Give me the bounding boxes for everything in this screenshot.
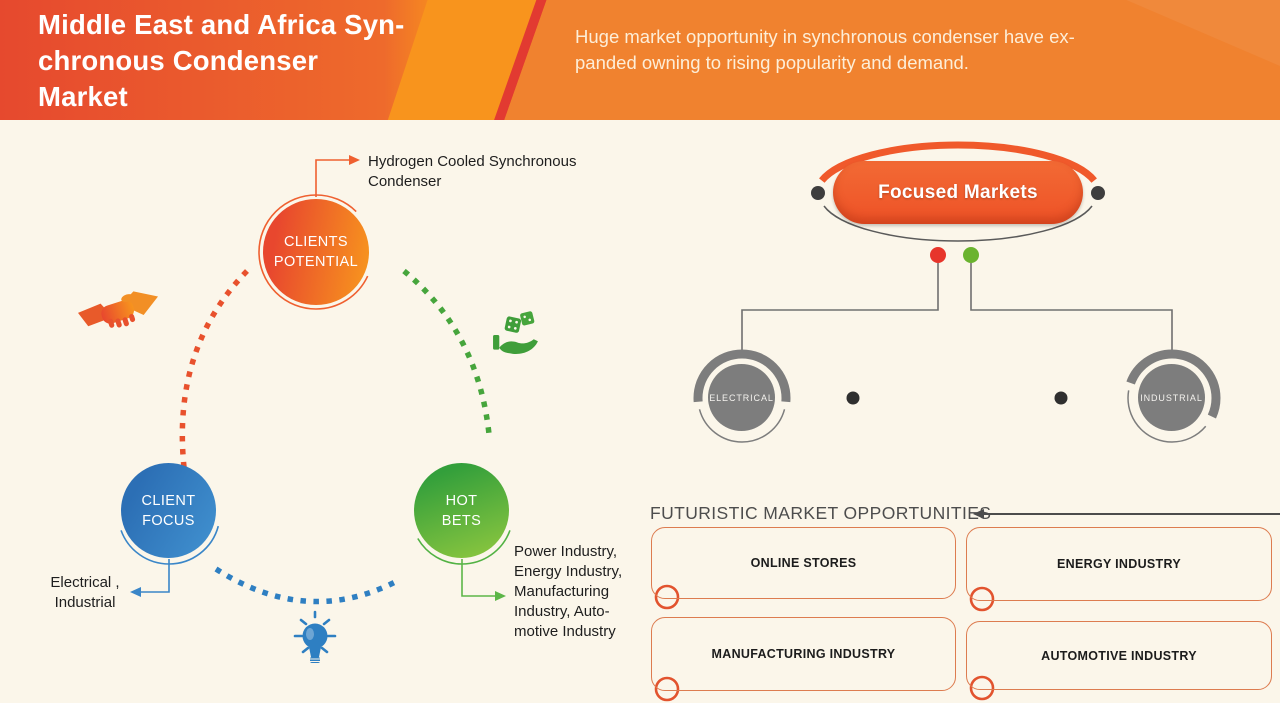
- opportunity-card-automotive-industry: AUTOMOTIVE INDUSTRY: [966, 621, 1272, 690]
- cycle-node-clients-potential: CLIENTS POTENTIAL: [263, 199, 369, 305]
- focused-markets-pill: Focused Markets: [833, 161, 1083, 224]
- lightbulb-icon: [292, 610, 338, 668]
- cycle-node-client-focus: CLIENT FOCUS: [121, 463, 216, 558]
- opportunity-card-manufacturing-industry: MANUFACTURING INDUSTRY: [651, 617, 956, 691]
- branch-circle-electrical: ELECTRICAL: [708, 364, 775, 431]
- client-focus-callout-text: Electrical , Industrial: [50, 574, 120, 611]
- dice-hand-icon: [492, 310, 540, 358]
- bottom-margin-strip: [0, 703, 1280, 723]
- card-label: AUTOMOTIVE INDUSTRY: [1041, 648, 1197, 663]
- focused-markets-label: Focused Markets: [878, 181, 1038, 203]
- banner-subtitle: Huge market opportunity in synchronous c…: [575, 26, 1075, 73]
- cycle-node-hot-bets: HOT BETS: [414, 463, 509, 558]
- clients-potential-label: CLIENTS POTENTIAL: [273, 234, 359, 270]
- page-title: Middle East and Africa Syn- chronous Con…: [38, 9, 405, 112]
- client-focus-label: CLIENT FOCUS: [141, 492, 196, 529]
- hot-bets-label: HOT BETS: [441, 492, 482, 529]
- industrial-label: INDUSTRIAL: [1140, 392, 1203, 403]
- clients-potential-callout-text: Hydrogen Cooled Synchronous Condenser: [368, 153, 577, 190]
- electrical-label: ELECTRICAL: [709, 392, 774, 403]
- opportunity-card-energy-industry: ENERGY INDUSTRY: [966, 527, 1272, 601]
- opportunity-card-online-stores: ONLINE STORES: [651, 527, 956, 599]
- handshake-icon: [78, 288, 158, 346]
- banner-right-panel: [504, 0, 1280, 120]
- hot-bets-callout-text: Power Industry, Energy Industry, Manufac…: [514, 543, 623, 640]
- header-banner: Middle East and Africa Syn- chronous Con…: [0, 0, 1280, 120]
- card-label: ONLINE STORES: [750, 556, 857, 570]
- card-label: MANUFACTURING INDUSTRY: [711, 647, 896, 661]
- branch-circle-industrial: INDUSTRIAL: [1138, 364, 1205, 431]
- card-label: ENERGY INDUSTRY: [1057, 557, 1181, 571]
- opportunities-heading: FUTURISTIC MARKET OPPORTUNITIES: [650, 503, 992, 523]
